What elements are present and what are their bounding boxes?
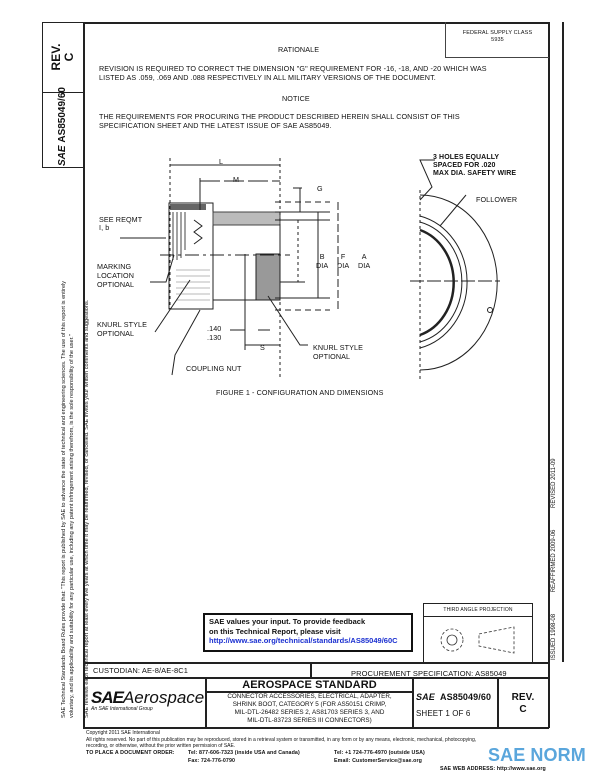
footer-order: TO PLACE A DOCUMENT ORDER: — [86, 750, 175, 756]
figure-caption: FIGURE 1 - CONFIGURATION AND DIMENSIONS — [216, 388, 384, 397]
footer-intl-contact: Tel: +1 724-776-4970 (outside USA)Email:… — [334, 750, 425, 764]
rev-title: REV.C — [511, 692, 535, 715]
fsc-label: FEDERAL SUPPLY CLASS — [462, 30, 533, 36]
label-coupling-nut: COUPLING NUT — [186, 364, 242, 373]
feedback-link[interactable]: http://www.sae.org/technical/standards/A… — [209, 636, 398, 645]
rationale-text-2: LISTED AS .059, .069 AND .088 RESPECTIVE… — [99, 73, 436, 82]
notice-text-1: THE REQUIREMENTS FOR PROCURING THE PRODU… — [99, 112, 460, 121]
dim-M: M — [233, 175, 240, 184]
doc-number-title: SAE AS85049/60 — [416, 692, 492, 702]
left-margin-notice: SAE Technical Standards Board Rules prov… — [61, 280, 90, 718]
side-doc-number: SAE AS85049/60 — [57, 87, 68, 166]
label-follower: FOLLOWER — [476, 195, 518, 204]
rationale-heading: RATIONALE — [278, 45, 320, 54]
third-angle-projection-icon — [440, 626, 515, 654]
feedback-box: SAE values your input. To provide feedba… — [203, 613, 413, 652]
rationale-text-1: REVISION IS REQUIRED TO CORRECT THE DIME… — [99, 64, 487, 73]
end-view-outer — [419, 194, 498, 371]
dim-S: S — [260, 343, 265, 352]
frame-right — [548, 22, 550, 728]
connector-drawing — [120, 158, 500, 380]
fsc-value: 5935 — [491, 37, 504, 43]
notice-heading: NOTICE — [282, 94, 310, 103]
coupling-nut-body — [168, 202, 214, 310]
feedback-text-1: SAE values your input. To provide feedba… — [209, 617, 366, 626]
fsc-box: FEDERAL SUPPLY CLASS 5935 — [445, 22, 549, 58]
projection-label: THIRD ANGLE PROJECTION — [443, 607, 513, 613]
feedback-text-2: on this Technical Report, please visit — [209, 626, 341, 636]
frame-top — [83, 22, 549, 24]
strip-right — [562, 22, 564, 662]
side-rev: REV.C — [49, 43, 76, 71]
custodian: CUSTODIAN: AE-8/AE-8C1 — [93, 666, 189, 675]
knurl-right — [255, 253, 281, 301]
watermark: SAE NORM — [488, 745, 586, 765]
projection-box: THIRD ANGLE PROJECTION — [423, 603, 533, 663]
aerospace-standard-title: AEROSPACE STANDARD — [242, 679, 377, 691]
right-strip-dates: ISSUED 1998-08 REAFFIRMED 2009-06 REVISE… — [551, 458, 557, 660]
dim-G: G — [317, 184, 323, 193]
document-description: CONNECTOR ACCESSORIES, ELECTRICAL, ADAPT… — [227, 693, 392, 724]
footer-tel-fax: Tel: 877-606-7323 (inside USA and Canada… — [188, 750, 300, 764]
dim-L: L — [219, 157, 224, 166]
procurement-spec: PROCUREMENT SPECIFICATION: AS85049 — [351, 669, 507, 678]
notice-text-2: SPECIFICATION SHEET AND THE LATEST ISSUE… — [99, 121, 332, 130]
footer-web: SAE WEB ADDRESS: http://www.sae.org — [440, 766, 546, 772]
sheet-number: SHEET 1 OF 6 — [416, 709, 471, 718]
frame-left — [83, 22, 85, 728]
sae-aerospace-logo: SAEAerospace An SAE International Group — [91, 688, 205, 712]
dim-140-130: .140.130 — [207, 324, 222, 342]
